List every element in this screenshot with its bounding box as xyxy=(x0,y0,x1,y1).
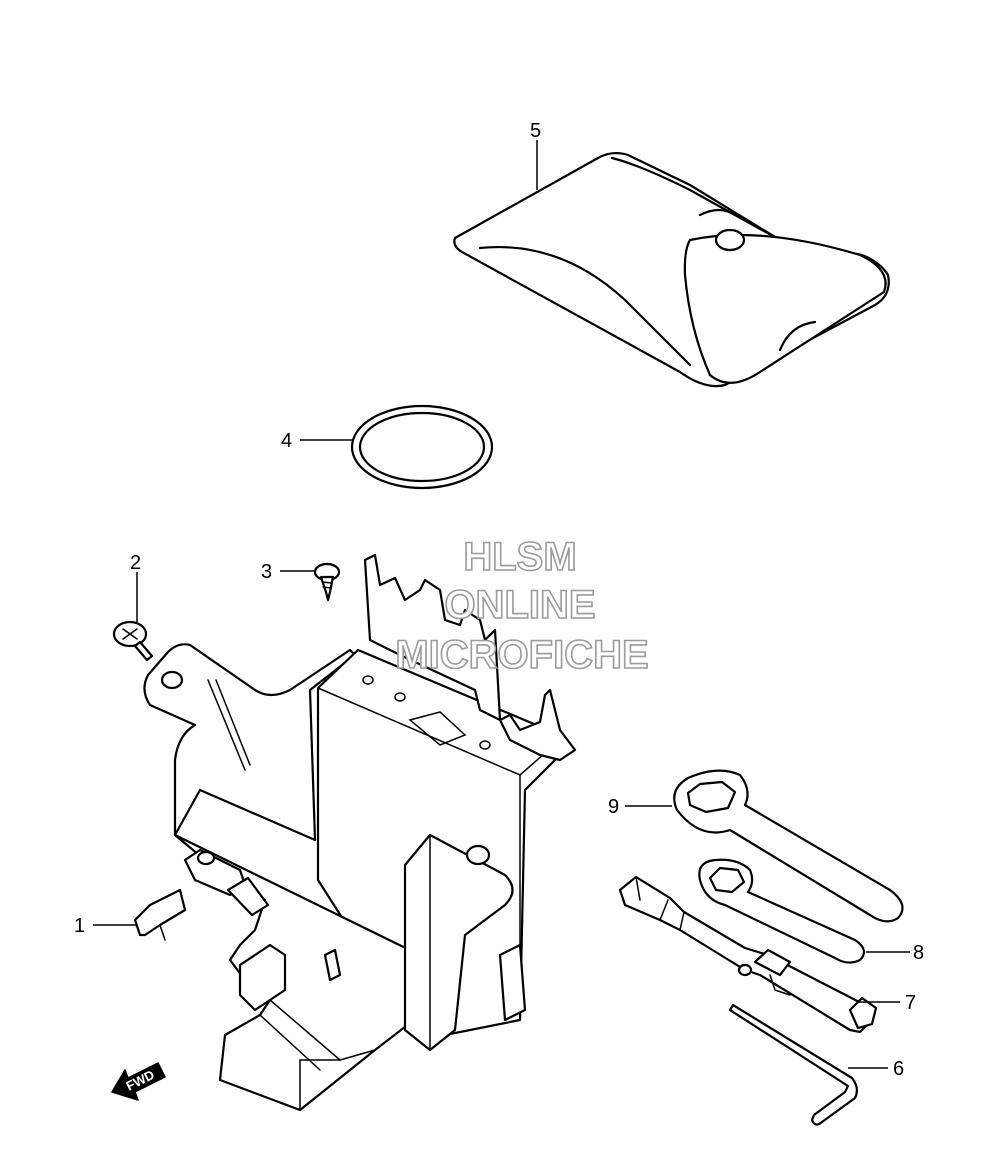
callout-9: 9 xyxy=(608,796,619,818)
callout-8: 8 xyxy=(913,942,924,964)
callout-5: 5 xyxy=(530,120,541,142)
battery-bracket-icon xyxy=(133,553,577,1112)
o-ring-icon xyxy=(350,404,494,490)
watermark-line1: HLSM xyxy=(463,535,576,579)
ring-wrench-icon xyxy=(673,769,904,923)
spark-plug-wrench-icon xyxy=(618,875,878,1034)
screw-icon xyxy=(112,620,154,662)
hex-wrench-icon xyxy=(728,1003,859,1126)
watermark: HLSM ONLINE MICROFICHE xyxy=(395,534,650,678)
watermark-line3: MICROFICHE xyxy=(395,633,648,677)
callout-2: 2 xyxy=(130,552,141,574)
fwd-arrow-icon: FWD xyxy=(111,1062,166,1101)
watermark-line2: ONLINE xyxy=(444,583,595,627)
tapping-screw-icon xyxy=(313,562,341,602)
callout-7: 7 xyxy=(905,992,916,1014)
callout-6: 6 xyxy=(893,1058,904,1080)
tool-bag-icon xyxy=(453,151,890,388)
callout-4: 4 xyxy=(281,430,292,452)
box-wrench-icon xyxy=(698,858,866,964)
callout-3: 3 xyxy=(261,561,272,583)
callout-1: 1 xyxy=(74,915,85,937)
leader-lines xyxy=(93,140,910,1069)
